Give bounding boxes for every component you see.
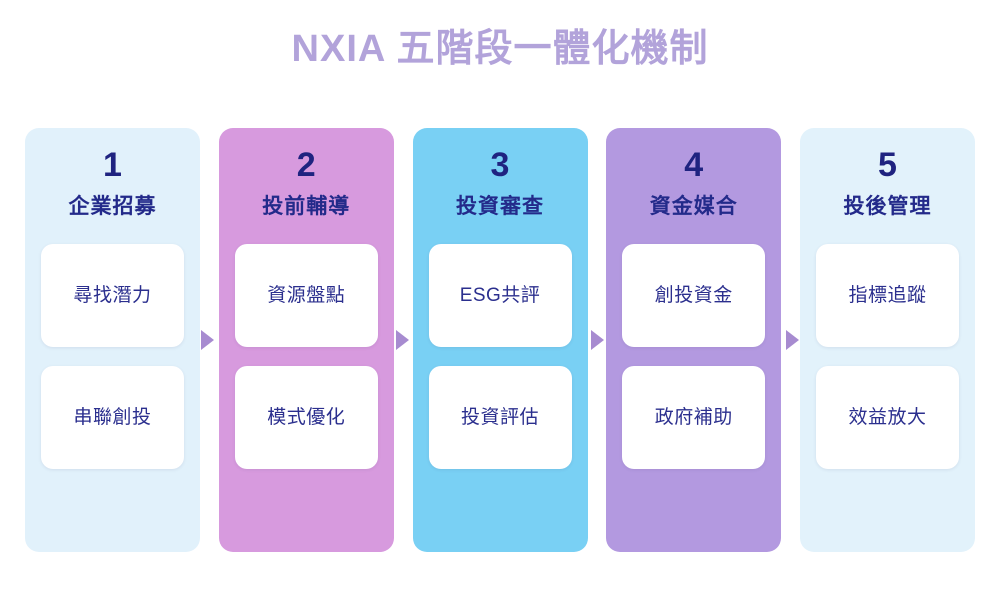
stage-card-label-4-1: 創投資金 (654, 284, 733, 306)
stage-card-list-2: 資源盤點 模式優化 (219, 244, 394, 469)
stage-card-4-1[interactable]: 創投資金 (622, 244, 766, 347)
stage-card-3-2[interactable]: 投資評估 (428, 366, 572, 469)
stage-title-4: 資金媒合 (649, 195, 738, 218)
stage-card-5-2[interactable]: 效益放大 (816, 366, 959, 469)
stage-flow: 1 企業招募 尋找潛力 串聯創投 2 投前輔導 資源盤點 模式優化 (25, 128, 975, 552)
stage-card-label-5-2: 效益放大 (848, 406, 927, 428)
stage-number-2: 2 (296, 146, 316, 184)
stage-card-1-1[interactable]: 尋找潛力 (41, 244, 184, 347)
stage-card-5-1[interactable]: 指標追蹤 (816, 244, 959, 347)
stage-column-3[interactable]: 3 投資審查 ESG共評 投資評估 (412, 128, 588, 552)
stage-card-list-5: 指標追蹤 效益放大 (800, 244, 975, 469)
arrow-right-icon (591, 330, 607, 350)
stage-card-2-2[interactable]: 模式優化 (234, 366, 378, 469)
stage-card-3-1[interactable]: ESG共評 (428, 244, 572, 347)
stage-card-2-1[interactable]: 資源盤點 (234, 244, 378, 347)
stage-number-5: 5 (878, 146, 897, 184)
stage-card-label-3-1: ESG共評 (459, 284, 541, 306)
stage-card-list-4: 創投資金 政府補助 (606, 244, 781, 469)
stage-column-4[interactable]: 4 資金媒合 創投資金 政府補助 (606, 128, 782, 552)
stage-card-label-2-1: 資源盤點 (267, 284, 346, 306)
stage-card-label-2-2: 模式優化 (267, 406, 346, 428)
stage-number-1: 1 (103, 146, 122, 184)
stage-card-label-1-1: 尋找潛力 (73, 284, 152, 306)
stage-column-1[interactable]: 1 企業招募 尋找潛力 串聯創投 (25, 128, 200, 552)
stage-card-1-2[interactable]: 串聯創投 (41, 366, 184, 469)
stage-card-label-5-1: 指標追蹤 (848, 284, 927, 306)
stage-card-label-3-2: 投資評估 (460, 406, 539, 428)
stage-card-label-1-2: 串聯創投 (73, 406, 152, 428)
stage-title-5: 投後管理 (843, 195, 932, 218)
stage-card-list-3: ESG共評 投資評估 (413, 244, 588, 469)
arrow-right-icon (396, 330, 412, 350)
stage-title-1: 企業招募 (68, 195, 157, 218)
stage-number-3: 3 (490, 146, 510, 184)
stage-column-2[interactable]: 2 投前輔導 資源盤點 模式優化 (218, 128, 394, 552)
stage-card-label-4-2: 政府補助 (654, 406, 733, 428)
arrow-right-icon (786, 330, 802, 350)
stage-column-5[interactable]: 5 投後管理 指標追蹤 效益放大 (800, 128, 975, 552)
arrow-right-icon (201, 330, 217, 350)
stage-title-3: 投資審查 (456, 195, 544, 218)
page-title: NXIA 五階段一體化機制 (291, 28, 709, 70)
stage-card-list-1: 尋找潛力 串聯創投 (25, 244, 200, 469)
stage-title-2: 投前輔導 (262, 195, 351, 218)
stage-number-4: 4 (684, 146, 704, 184)
stage-card-4-2[interactable]: 政府補助 (622, 366, 766, 469)
